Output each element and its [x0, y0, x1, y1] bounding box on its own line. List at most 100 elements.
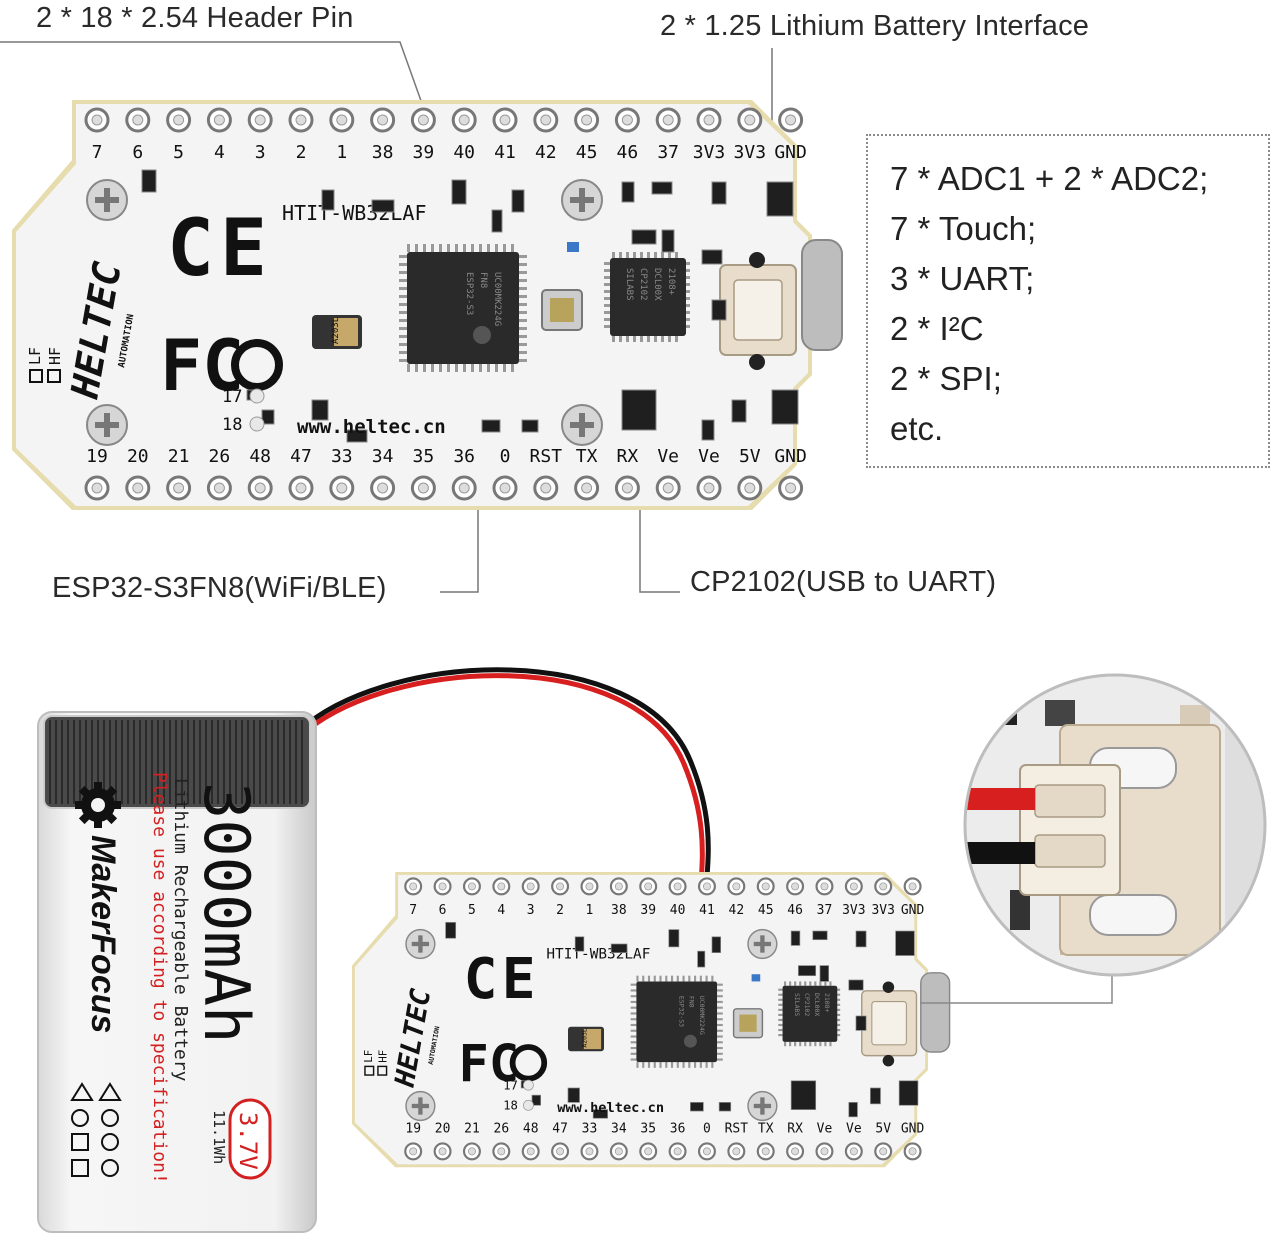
header-pin-top: [370, 107, 396, 133]
header-pin-top: [655, 107, 681, 133]
battery-safety-icons: [70, 1082, 122, 1177]
header-pin-top: [580, 877, 599, 896]
header-pin-top: [903, 877, 922, 896]
top-pin-label: 38: [372, 142, 394, 163]
smd-component: [621, 389, 657, 431]
smd-component: [895, 930, 915, 956]
top-pin-label: 40: [453, 142, 475, 163]
header-pin-bottom: [125, 475, 151, 501]
header-pin-top: [521, 877, 540, 896]
smd-component: [848, 979, 864, 991]
esp32-chip-marking: UC00MK224G: [698, 996, 706, 1035]
smd-component: [731, 399, 747, 423]
header-pin-bottom: [697, 1142, 716, 1161]
header-pin-bottom: [727, 1142, 746, 1161]
header-pin-bottom: [815, 1142, 834, 1161]
board-website: www.heltec.cn: [557, 1100, 664, 1116]
smd-component: [631, 229, 657, 245]
heltec-board-top: 71962052142634824713338343935403641042RS…: [12, 100, 843, 510]
header-pin-bottom: [614, 475, 640, 501]
mounting-screw: [405, 928, 436, 960]
esp32-chip-marking: FN8: [688, 996, 696, 1008]
header-pin-bottom: [329, 475, 355, 501]
top-pin-label: 42: [535, 142, 557, 163]
cp2102-chip-marking: DCL00X: [813, 993, 821, 1016]
heltec-board-bottom: 71962052142634824713338343935403641042RS…: [352, 872, 951, 1168]
esp32-chip-marking: FN8: [478, 272, 488, 288]
top-pin-label: 6: [132, 142, 143, 163]
bottom-pin-label: 36: [453, 446, 475, 467]
bottom-pin-label: Ve: [657, 446, 679, 467]
top-pin-label: 4: [497, 903, 505, 918]
cp2102-chip-marking: SILABS: [793, 993, 801, 1016]
bottom-pin-label: 33: [331, 446, 353, 467]
ce-mark: CE: [167, 204, 273, 294]
battery-interface-callout: 2 * 1.25 Lithium Battery Interface: [660, 10, 1090, 42]
bottom-pin-label: 21: [168, 446, 190, 467]
header-pin-bottom: [288, 475, 314, 501]
header-pin-bottom: [696, 475, 722, 501]
mounting-screw: [747, 928, 778, 960]
inductor-label: A203L: [581, 1028, 589, 1048]
inductor-label: A203L: [331, 317, 341, 344]
smd-component: [567, 1087, 580, 1103]
battery-capacity-text-group: 3000mAh: [190, 782, 263, 1043]
spec-uart: 3 * UART;: [890, 260, 1035, 297]
smd-component: [445, 922, 457, 939]
label-17: 17: [222, 387, 242, 407]
header-pin-top: [844, 877, 863, 896]
header-pin-top: [84, 107, 110, 133]
battery-connector: [719, 252, 797, 370]
header-pin-top: [614, 107, 640, 133]
gear-icon: [75, 782, 121, 828]
fcc-mark: FC: [459, 1034, 520, 1093]
header-pin-bottom: [247, 475, 273, 501]
bottom-pin-label: GND: [901, 1122, 924, 1137]
battery-type: Lithium Rechargeable Battery: [170, 778, 191, 1082]
bottom-pin-label: Ve: [846, 1122, 862, 1137]
bottom-pin-label: GND: [774, 446, 807, 467]
top-pin-label: 42: [729, 903, 745, 918]
header-pin-bottom: [778, 475, 804, 501]
header-pin-bottom: [580, 1142, 599, 1161]
smd-component: [766, 181, 794, 217]
bottom-pin-label: TX: [576, 446, 598, 467]
header-pin-top: [727, 877, 746, 896]
bottom-pin-label: 19: [405, 1122, 421, 1137]
top-pin-label: 45: [758, 903, 774, 918]
bottom-pin-label: 35: [640, 1122, 656, 1137]
top-pin-label: 3: [527, 903, 535, 918]
fcc-mark: FC: [160, 325, 244, 407]
bottom-pin-label: 19: [86, 446, 108, 467]
smd-component: [855, 1015, 867, 1031]
top-pin-label: 39: [640, 903, 656, 918]
header-pin-top: [778, 107, 804, 133]
smd-component: [621, 181, 635, 203]
esp32-chip-marking: ESP32-S3: [464, 272, 474, 315]
header-pin-bottom: [737, 475, 763, 501]
smd-component: [855, 930, 867, 948]
header-pin-bottom: [574, 475, 600, 501]
smd-component: [610, 943, 628, 953]
header-pin-top: [462, 877, 481, 896]
header-pin-top: [737, 107, 763, 133]
bottom-pin-label: 5V: [739, 446, 761, 467]
header-pin-bottom: [756, 1142, 775, 1161]
header-pin-bottom: [404, 1142, 423, 1161]
header-pin-bottom: [451, 475, 477, 501]
header-pin-bottom: [609, 1142, 628, 1161]
top-pin-label: 40: [670, 903, 686, 918]
board-model-label: HTIT-WB32LAF: [282, 201, 427, 225]
header-pin-bottom: [903, 1142, 922, 1161]
bottom-pin-label: 21: [464, 1122, 480, 1137]
header-pin-top: [697, 877, 716, 896]
header-pin-bottom: [551, 1142, 570, 1161]
cp2102-chip-marking: 2108+: [666, 268, 676, 296]
header-pin-bottom: [370, 475, 396, 501]
smd-component: [346, 429, 368, 443]
esp32-chip-marking: ESP32-S3: [678, 996, 686, 1027]
smd-component: [521, 419, 539, 433]
